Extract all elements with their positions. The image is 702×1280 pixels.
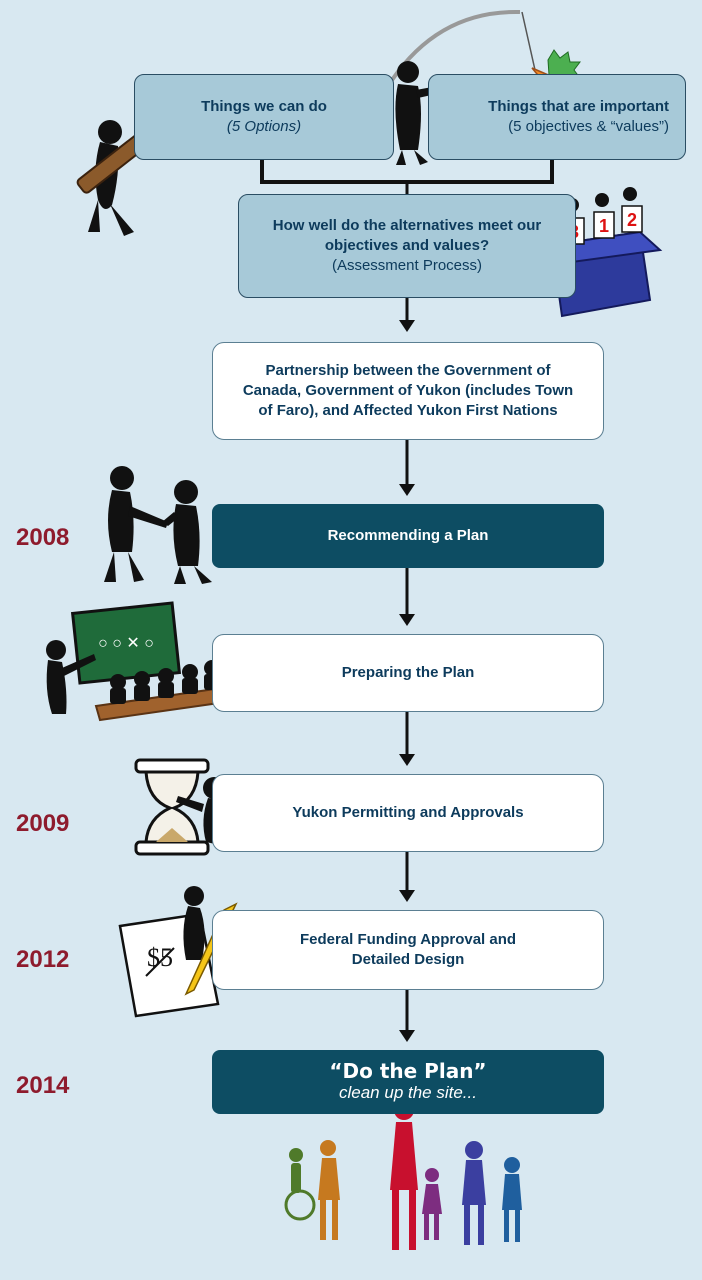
scorecard-2: 1 bbox=[599, 216, 609, 236]
options-title: Things we can do bbox=[201, 98, 327, 115]
partnership-line-3: of Faro), and Affected Yukon First Natio… bbox=[258, 402, 558, 419]
step-preparing-label: Preparing the Plan bbox=[341, 664, 475, 681]
final-subtitle: clean up the site... bbox=[339, 1083, 477, 1102]
step-preparing: Preparing the Plan bbox=[212, 634, 604, 712]
year-2014: 2014 bbox=[16, 1072, 70, 1099]
step-recommending: Recommending a Plan bbox=[212, 504, 604, 568]
partnership-line-2: Canada, Government of Yukon (includes To… bbox=[242, 382, 574, 399]
scorecard-3: 2 bbox=[627, 210, 637, 230]
step-funding: Federal Funding Approval and Detailed De… bbox=[212, 910, 604, 990]
chalkboard-class-icon: ○ ○ ✕ ○ bbox=[46, 601, 242, 722]
assessment-line-2: objectives and values? bbox=[324, 237, 490, 254]
step-recommending-label: Recommending a Plan bbox=[327, 527, 489, 544]
year-2009: 2009 bbox=[16, 810, 70, 837]
options-subtitle: (5 Options) bbox=[226, 118, 302, 135]
flow-arrows bbox=[399, 182, 415, 1042]
objectives-subtitle: (5 objectives & “values”) bbox=[508, 118, 669, 135]
step-funding-label-2: Detailed Design bbox=[351, 951, 465, 968]
board-marks: ○ ○ ✕ ○ bbox=[98, 635, 154, 652]
step-permitting: Yukon Permitting and Approvals bbox=[212, 774, 604, 852]
step-funding-label: Federal Funding Approval and bbox=[299, 931, 517, 948]
top-bracket bbox=[260, 160, 554, 184]
partnership-line-1: Partnership between the Government of bbox=[265, 362, 551, 379]
assessment-box: How well do the alternatives meet our ob… bbox=[238, 194, 576, 298]
final-step: “Do the Plan” clean up the site... bbox=[212, 1050, 604, 1114]
community-figures-icon bbox=[284, 1100, 522, 1250]
svg-text:$5: $5 bbox=[147, 943, 173, 972]
final-title: “Do the Plan” bbox=[329, 1059, 487, 1083]
objectives-box: Things that are important (5 objectives … bbox=[428, 74, 686, 160]
handshake-icon bbox=[104, 466, 212, 584]
options-box: Things we can do (5 Options) bbox=[134, 74, 394, 160]
objectives-title: Things that are important bbox=[488, 98, 669, 115]
assessment-line-1: How well do the alternatives meet our bbox=[272, 217, 542, 234]
year-2012: 2012 bbox=[16, 946, 70, 973]
judges-table-icon: 3 1 2 bbox=[549, 187, 663, 318]
year-2008: 2008 bbox=[16, 524, 70, 551]
partnership-box: Partnership between the Government of Ca… bbox=[212, 342, 604, 440]
step-permitting-label: Yukon Permitting and Approvals bbox=[292, 804, 524, 821]
assessment-line-3: (Assessment Process) bbox=[331, 257, 483, 274]
